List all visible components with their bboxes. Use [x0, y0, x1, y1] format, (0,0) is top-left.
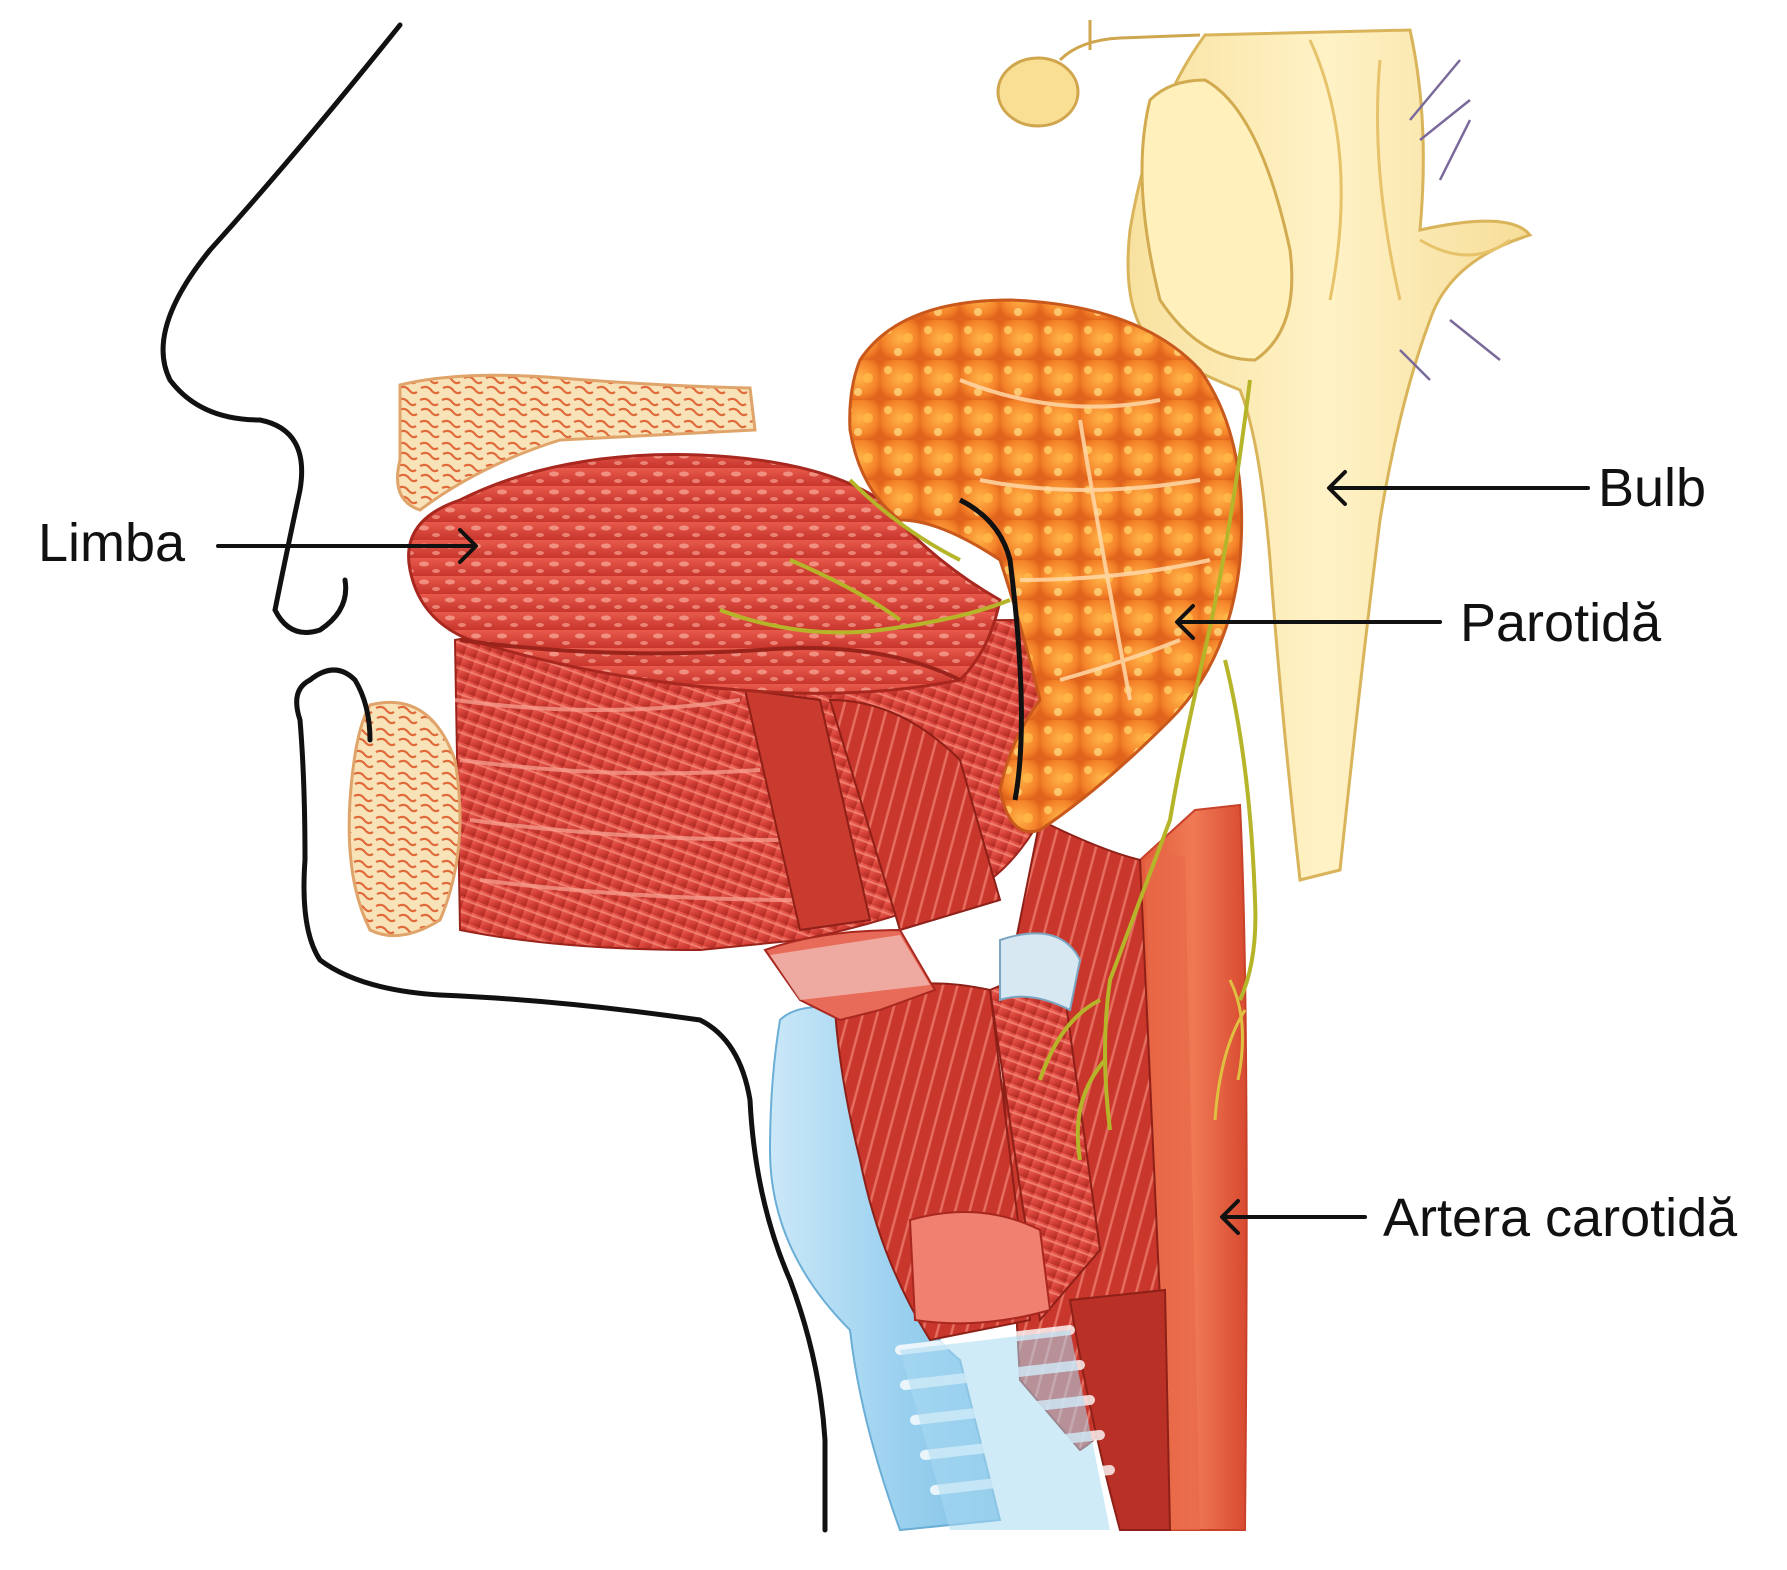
label-parotida: Parotidă	[1460, 593, 1662, 653]
trachea	[768, 1005, 1115, 1532]
label-arrows	[216, 470, 1590, 1235]
brainstem	[996, 20, 1533, 882]
parotid-gland	[848, 298, 1244, 833]
arrow-limba	[216, 528, 478, 564]
arrow-artera	[1220, 1199, 1367, 1235]
hyoid-bone	[763, 928, 937, 1022]
nerves	[719, 379, 1258, 1161]
hard-palate	[396, 373, 757, 512]
label-bulb: Bulb	[1598, 458, 1706, 518]
face-profile-outline	[160, 22, 828, 1533]
arrow-parotida	[1175, 604, 1442, 640]
neck-muscles	[833, 932, 1102, 1342]
arrow-bulb	[1327, 470, 1590, 506]
mandible	[347, 700, 462, 938]
label-limba: Limba	[38, 513, 186, 573]
label-artera-carotida: Artera carotidă	[1383, 1188, 1738, 1248]
floor-of-mouth-muscles	[453, 618, 1062, 952]
